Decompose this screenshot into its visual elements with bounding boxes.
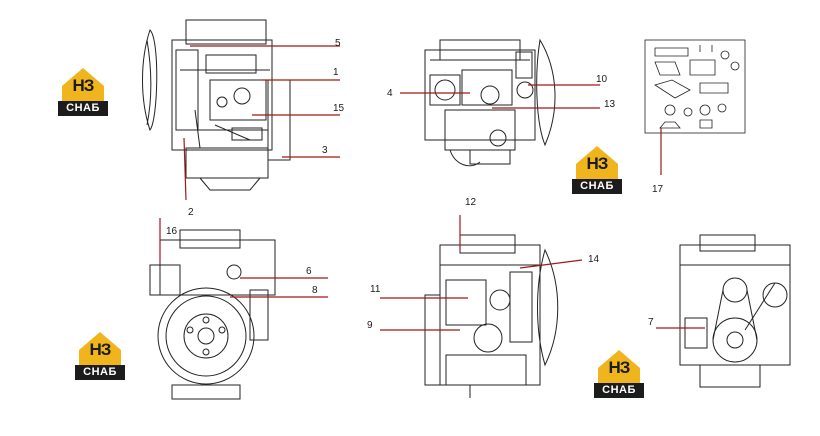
engine-front-right-view: [424, 234, 559, 398]
callout-16: 16: [166, 226, 178, 237]
callout-7: 7: [648, 317, 654, 328]
callout-4: 4: [387, 88, 393, 99]
callout-10: 10: [596, 74, 608, 85]
callout-14: 14: [588, 254, 600, 265]
callout-15: 15: [333, 103, 345, 114]
callout-8: 8: [312, 285, 318, 296]
callout-3: 3: [322, 145, 328, 156]
callout-2: 2: [188, 207, 194, 218]
house-icon: [598, 350, 640, 384]
callout-17: 17: [652, 184, 664, 195]
leaders-view-4: [380, 215, 583, 331]
leaders-view-3: [159, 218, 328, 298]
brand-logo: НЗ СНАБ: [56, 66, 110, 118]
logo-letters: НЗ: [586, 154, 609, 173]
brand-logo: НЗ СНАБ: [570, 144, 624, 196]
gasket-kit-panel: [644, 39, 746, 134]
callout-1: 1: [333, 67, 339, 78]
callout-6: 6: [306, 266, 312, 277]
callout-11: 11: [370, 284, 381, 295]
house-icon: [576, 146, 618, 180]
callout-12: 12: [465, 197, 477, 208]
logo-letters: НЗ: [72, 76, 95, 95]
logo-caption: СНАБ: [572, 179, 622, 194]
engine-rear-left-view: [424, 38, 556, 167]
house-icon: [79, 332, 121, 366]
brand-logo: НЗ СНАБ: [73, 330, 127, 382]
logo-letters: НЗ: [608, 358, 631, 377]
engine-side-view: [142, 19, 291, 191]
logo-caption: СНАБ: [75, 365, 125, 380]
leaders-view-2: [400, 84, 600, 109]
engine-belt-side-view: [679, 234, 791, 388]
callout-9: 9: [367, 320, 373, 331]
brand-logo: НЗ СНАБ: [592, 348, 646, 400]
leaders-view-1: [183, 45, 340, 201]
callout-13: 13: [604, 99, 616, 110]
callout-5: 5: [335, 38, 341, 49]
logo-caption: СНАБ: [58, 101, 108, 116]
logo-caption: СНАБ: [594, 383, 644, 398]
engine-flywheel-view: [149, 229, 276, 400]
house-icon: [62, 68, 104, 102]
logo-letters: НЗ: [89, 340, 112, 359]
